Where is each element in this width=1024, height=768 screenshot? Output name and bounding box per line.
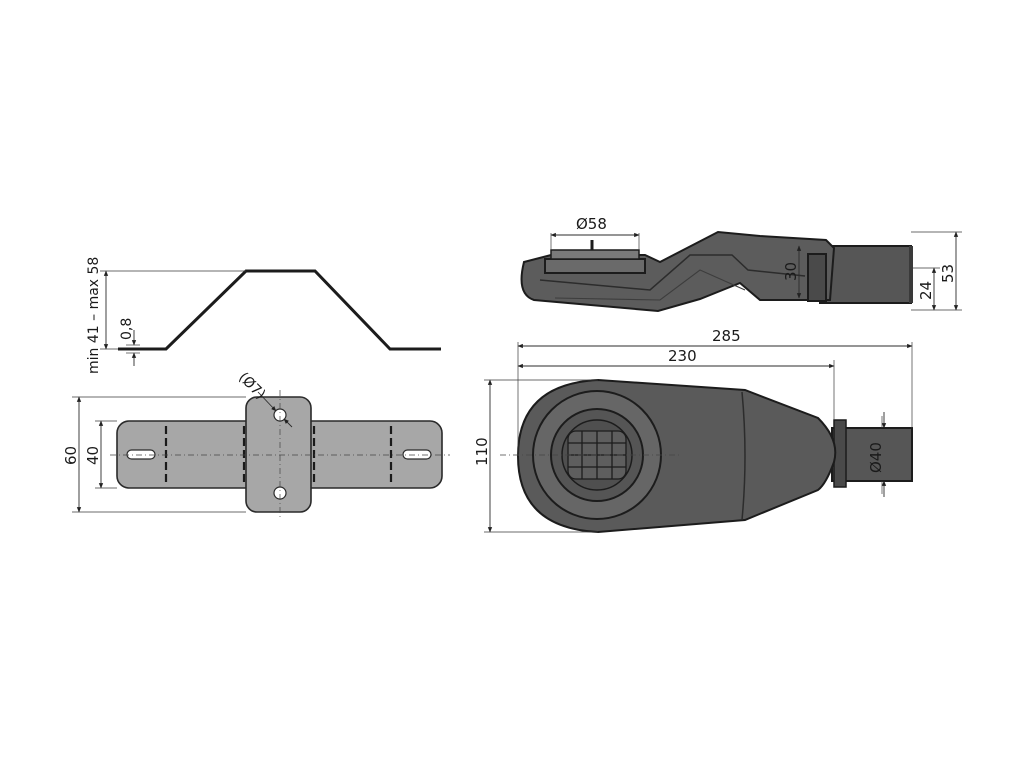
total-length-label: 285 — [712, 327, 741, 345]
mounting-plate-view: (Ø7) 60 40 — [62, 370, 450, 518]
drain-side-view: Ø58 30 53 24 — [520, 215, 962, 313]
outlet-diameter-label: Ø40 — [867, 442, 885, 473]
side-inlet-flange — [544, 258, 646, 274]
side-body — [520, 230, 836, 313]
inlet-height-label: 30 — [782, 262, 800, 281]
body-width-label: 110 — [473, 437, 491, 466]
right-slot — [402, 449, 432, 460]
drain-top-view: 285 230 110 Ø40 — [473, 327, 913, 534]
clip-profile-view: min 41 – max 58 0,8 — [86, 257, 441, 374]
clip-profile-line — [118, 269, 441, 351]
side-outlet-tube — [819, 245, 912, 304]
outlet-height-total-label: 53 — [939, 264, 957, 283]
outlet-height-axis-label: 24 — [917, 281, 935, 300]
bend-offset-label: 0,8 — [119, 318, 135, 340]
body-length-label: 230 — [668, 347, 697, 365]
plate-width-outer-label: 60 — [62, 446, 80, 465]
height-range-label: min 41 – max 58 — [86, 257, 102, 374]
inlet-diameter-label: Ø58 — [576, 215, 607, 233]
left-slot — [126, 449, 156, 460]
plate-width-inner-label: 40 — [84, 446, 102, 465]
